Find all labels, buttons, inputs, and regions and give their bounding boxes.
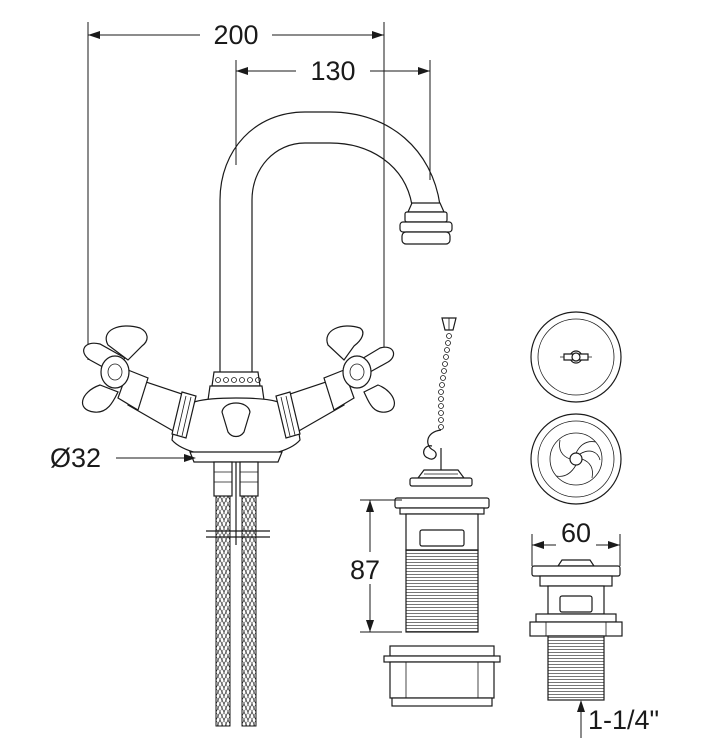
dimension-label-width: 200 [213, 20, 258, 50]
dimension-base-diameter: Ø32 [50, 443, 196, 473]
dimension-label-height: 87 [350, 555, 380, 585]
dimension-label-diameter: Ø32 [50, 443, 101, 473]
dimension-overall-width: 200 [87, 20, 385, 360]
dimension-label-thread: 1-1/4" [588, 705, 659, 735]
supply-hoses [206, 461, 270, 727]
waste-body [383, 497, 501, 707]
grate-top-view [530, 413, 622, 505]
plug-top-view [530, 311, 622, 403]
collar-beads [215, 377, 261, 383]
dimension-spout-reach: 130 [235, 56, 431, 180]
dimension-label-flange: 60 [561, 518, 591, 548]
dimension-label-reach: 130 [310, 56, 355, 86]
dimension-flange-width: 60 [531, 518, 621, 566]
dimension-waste-height: 87 [350, 499, 402, 633]
faucet-body [82, 111, 453, 463]
waste-flange [529, 559, 623, 701]
dimension-thread: 1-1/4" [577, 700, 659, 738]
plug-chain-assembly [409, 317, 473, 487]
